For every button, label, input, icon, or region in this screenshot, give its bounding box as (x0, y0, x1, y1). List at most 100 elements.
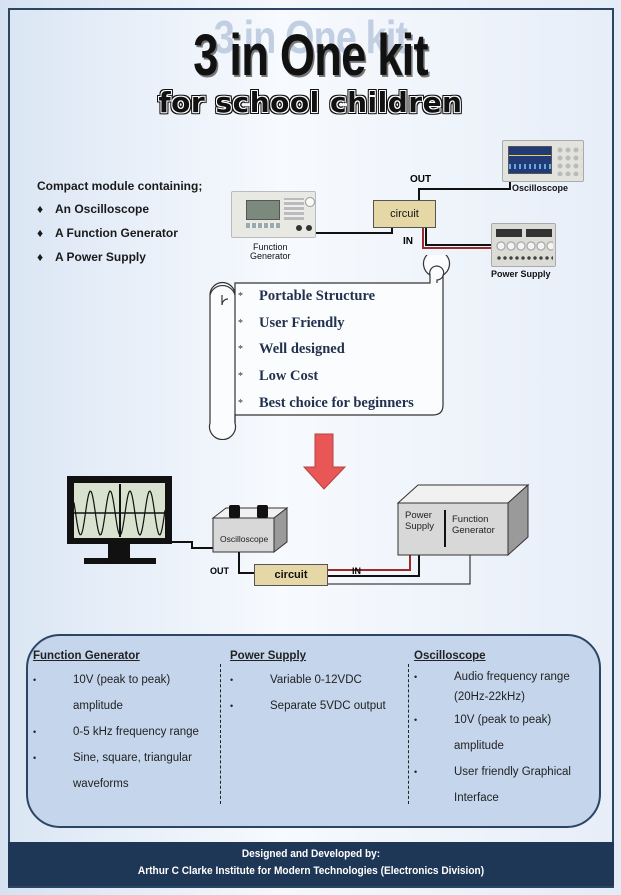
bullet-icon: • (33, 675, 37, 685)
fg-label-line2: Generator (452, 525, 495, 536)
feature-item: * Low Cost (238, 363, 414, 390)
spec-text: (20Hz-22kHz) (454, 691, 525, 703)
feature-item: *Best choice for beginners (238, 390, 414, 417)
intro-item: ♦ A Function Generator (37, 226, 178, 250)
spec-item: •Separate 5VDC output (230, 693, 386, 719)
fg-keypad (284, 198, 304, 220)
spec-item: •Audio frequency range (414, 667, 571, 687)
ps-display (496, 229, 522, 237)
intro-heading: Compact module containing; (37, 179, 203, 193)
spec-item: •0-5 kHz frequency range (33, 719, 199, 745)
bullet-icon: • (230, 675, 234, 685)
scope-screen (508, 146, 552, 174)
title-shadow: 3 in One kit (213, 11, 408, 63)
bullet-icon (33, 693, 73, 719)
diamond-bullet-icon: ♦ (37, 226, 44, 240)
ps-knobs (496, 241, 553, 251)
spec-item: amplitude (414, 733, 571, 759)
wire-red-ps (422, 228, 495, 249)
fg-buttons (246, 223, 280, 228)
wire-circuit-to-scope (418, 180, 511, 200)
bullet-icon: • (414, 715, 418, 725)
bottom-diagram (67, 476, 530, 585)
monitor-neck (108, 544, 130, 558)
star-bullet-icon: * (238, 371, 243, 383)
ps-label-line1: Power (405, 510, 432, 521)
intro-item-text: A Function Generator (55, 226, 178, 240)
intro-item-text: An Oscilloscope (55, 202, 150, 216)
ps-terminals (496, 255, 553, 261)
fg-label-line1: Function (253, 242, 288, 252)
wire-fg (328, 553, 471, 585)
spec-item: Interface (414, 785, 571, 811)
spec-list: • Variable 0-12VDC •Separate 5VDC output (230, 667, 386, 719)
page-title: 3 in One kit (193, 23, 428, 88)
wire-black-ps (328, 553, 420, 577)
star-bullet-icon: * (238, 290, 243, 302)
spec-item: (20Hz-22kHz) (414, 687, 571, 707)
top-circuit-box: circuit (373, 200, 436, 228)
oscilloscope-image (502, 140, 584, 182)
spec-text: Interface (454, 792, 499, 804)
wire-red-ps (328, 553, 411, 571)
fg-knob (305, 197, 315, 207)
intro-list: ♦ An Oscilloscope ♦ A Function Generator ♦… (37, 202, 178, 274)
wire-monitor-to-scope (172, 541, 215, 549)
spec-item: • 10V (peak to peak) (414, 707, 571, 733)
feature-text: User Friendly (259, 314, 345, 331)
feature-text: Portable Structure (259, 287, 376, 304)
top-wiring (300, 180, 511, 249)
spec-text: 10V (peak to peak) (454, 714, 552, 726)
scope-box (212, 517, 275, 553)
star-bullet-icon: * (238, 317, 243, 329)
spec-column-oscilloscope: Oscilloscope •Audio frequency range (20Hz… (414, 650, 571, 811)
feature-item: * User Friendly (238, 310, 414, 337)
intro-item-text: A Power Supply (55, 250, 146, 264)
intro-item: ♦ An Oscilloscope (37, 202, 178, 226)
feature-text: Well designed (259, 341, 345, 358)
footer-line2: Arthur C Clarke Institute for Modern Tec… (137, 865, 485, 877)
scope-trace-yellow (509, 155, 551, 156)
bottom-scope-label: Oscilloscope (220, 534, 269, 544)
bullet-icon: • (230, 701, 234, 711)
feature-item: * Portable Structure (238, 283, 414, 310)
star-bullet-icon: * (238, 398, 243, 410)
feature-item: * Well designed (238, 337, 414, 364)
bottom-circuit-box: circuit (254, 564, 328, 586)
spec-text: Variable 0-12VDC (270, 674, 362, 686)
diamond-bullet-icon: ♦ (37, 202, 44, 216)
spec-heading: Power Supply (230, 650, 307, 662)
spec-item: amplitude (33, 693, 199, 719)
bullet-icon (414, 733, 454, 759)
bullet-icon: • (414, 767, 418, 777)
ps-fg-box (397, 502, 509, 556)
spec-text: amplitude (454, 740, 504, 752)
spec-text: User friendly Graphical (454, 766, 571, 778)
spec-heading: Oscilloscope (414, 650, 486, 662)
spec-item: waveforms (33, 771, 199, 797)
star-bullet-icon: * (238, 344, 243, 356)
top-out-label: OUT (410, 174, 432, 185)
bullet-icon: • (414, 672, 418, 682)
spec-list: •Audio frequency range (20Hz-22kHz) • 10V (… (414, 667, 571, 811)
spec-item: •Sine, square, triangular (33, 745, 199, 771)
wire-fg-to-circuit (300, 228, 393, 234)
bullet-icon (33, 771, 73, 797)
fg-label: Function Generator (250, 243, 291, 261)
scope-knob (229, 505, 240, 518)
spec-item: • 10V (peak to peak) (33, 667, 199, 693)
footer: Designed and Developed by: Arthur C Clar… (8, 842, 614, 886)
spec-list: • 10V (peak to peak) amplitude •0-5 kHz fre… (33, 667, 199, 797)
power-supply-image (491, 223, 556, 267)
spec-column-function-generator: Function Generator •10V (peak to peak)am… (33, 650, 199, 797)
feature-text: Low Cost (259, 368, 319, 385)
specs-panel: Function Generator •10V (peak to peak)am… (26, 634, 601, 828)
subtitle-text: for school children (158, 86, 463, 119)
spec-text: amplitude (73, 700, 123, 712)
bullet-icon (414, 785, 454, 811)
bullet-icon: • (33, 727, 37, 737)
wire-black-ps (425, 228, 495, 246)
function-generator-image (231, 191, 316, 238)
ps-display (526, 229, 552, 237)
spec-text: 10V (peak to peak) (73, 674, 171, 686)
